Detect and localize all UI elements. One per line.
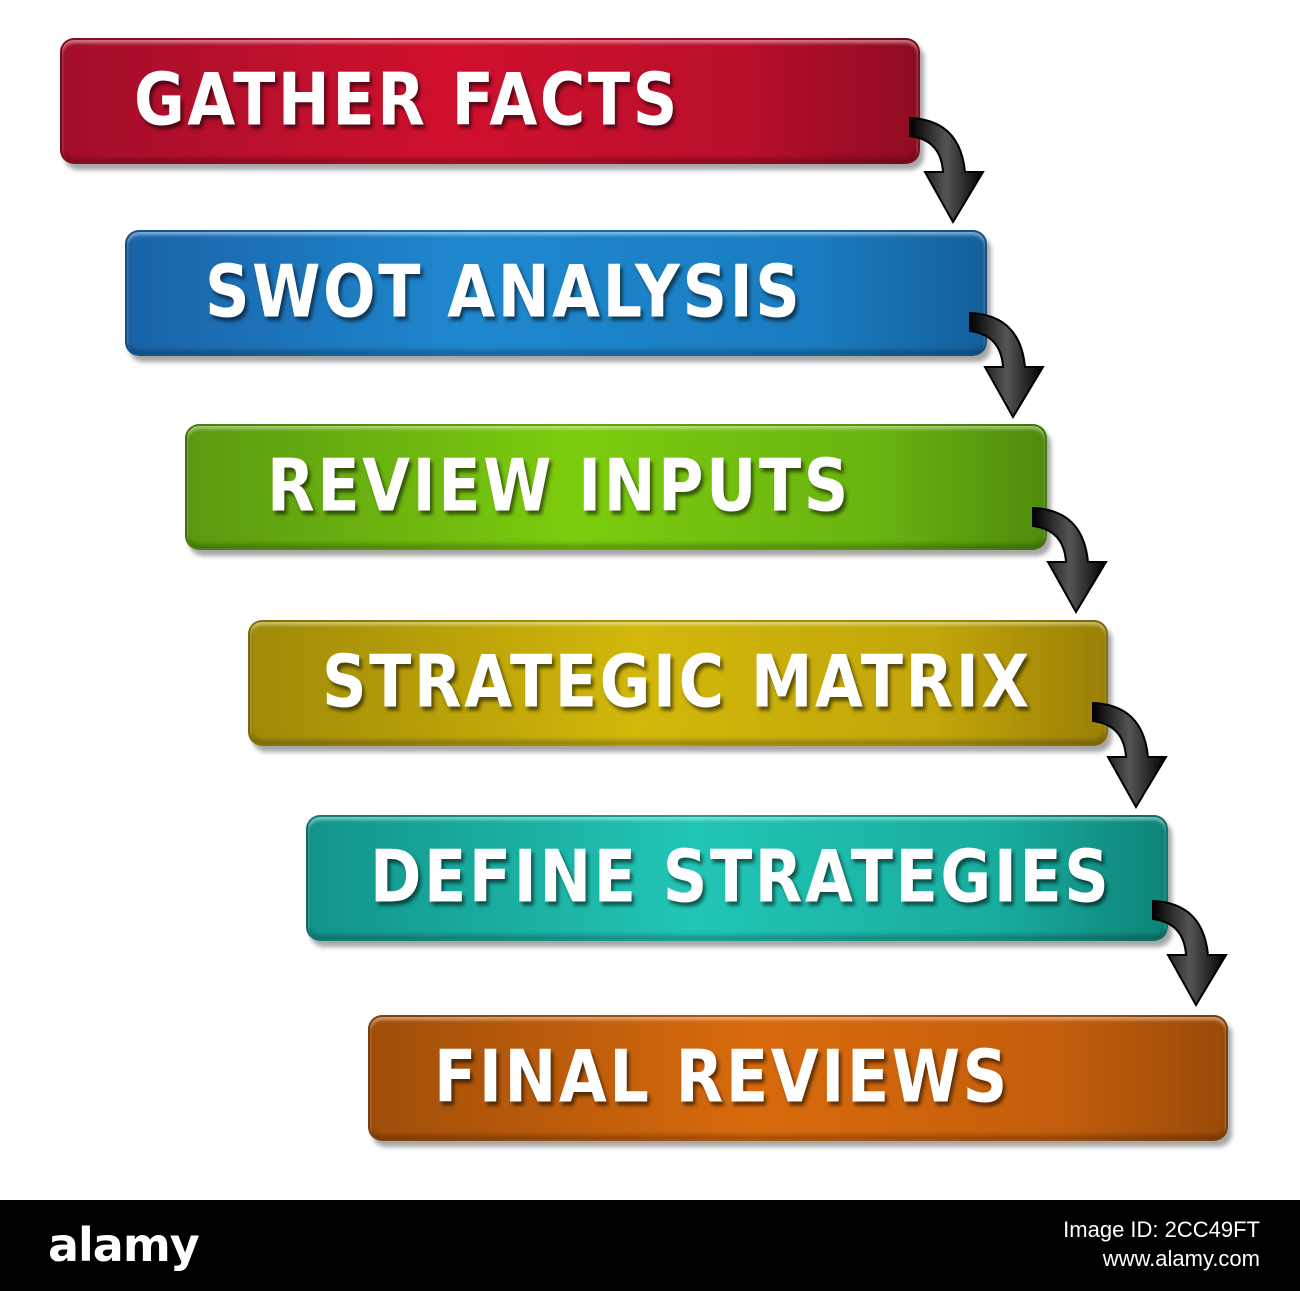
- curved-arrow-down-icon: [1092, 701, 1168, 809]
- site-url: www.alamy.com: [1102, 1246, 1260, 1271]
- step-label: GATHER FACTS: [134, 57, 680, 142]
- curved-arrow-down-icon: [1152, 899, 1228, 1007]
- step-strategic-matrix: STRATEGIC MATRIX: [248, 620, 1108, 746]
- image-info: Image ID: 2CC49FT www.alamy.com: [1063, 1216, 1260, 1274]
- step-define-strategies: DEFINE STRATEGIES: [306, 815, 1168, 941]
- step-label: FINAL REVIEWS: [434, 1034, 1010, 1119]
- step-review-inputs: REVIEW INPUTS: [185, 424, 1047, 550]
- brand-logo: alamy: [48, 1217, 200, 1272]
- curved-arrow-down-icon: [1032, 506, 1108, 614]
- curved-arrow-down-icon: [909, 116, 985, 224]
- image-id: Image ID: 2CC49FT: [1063, 1217, 1260, 1242]
- step-swot-analysis: SWOT ANALYSIS: [125, 230, 987, 356]
- curved-arrow-down-icon: [969, 311, 1045, 419]
- step-final-reviews: FINAL REVIEWS: [368, 1015, 1228, 1141]
- watermark-footer: alamy Image ID: 2CC49FT www.alamy.com: [0, 1200, 1300, 1291]
- step-label: SWOT ANALYSIS: [205, 249, 803, 334]
- step-label: DEFINE STRATEGIES: [370, 834, 1112, 919]
- step-label: STRATEGIC MATRIX: [322, 639, 1032, 724]
- step-gather-facts: GATHER FACTS: [60, 38, 920, 164]
- step-label: REVIEW INPUTS: [267, 443, 851, 528]
